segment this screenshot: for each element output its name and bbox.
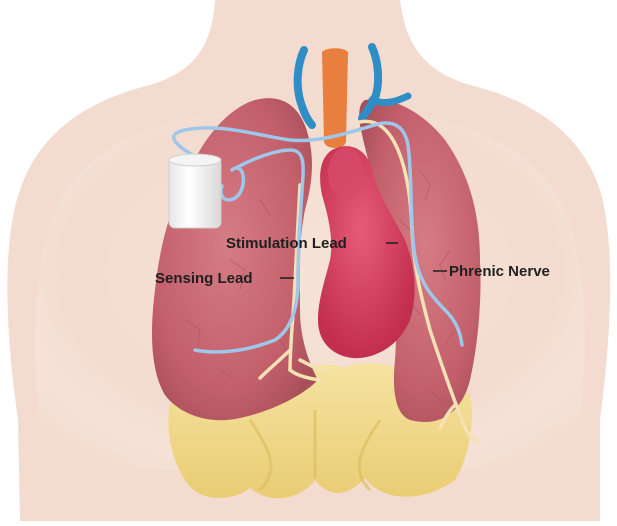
implanted-pulse-generator-icon — [169, 154, 221, 228]
sensing-lead-label: Sensing Lead — [155, 271, 253, 286]
stimulation-lead-label: Stimulation Lead — [226, 236, 347, 251]
phrenic-nerve-label: Phrenic Nerve — [449, 264, 550, 279]
aortic-arch — [328, 147, 364, 199]
